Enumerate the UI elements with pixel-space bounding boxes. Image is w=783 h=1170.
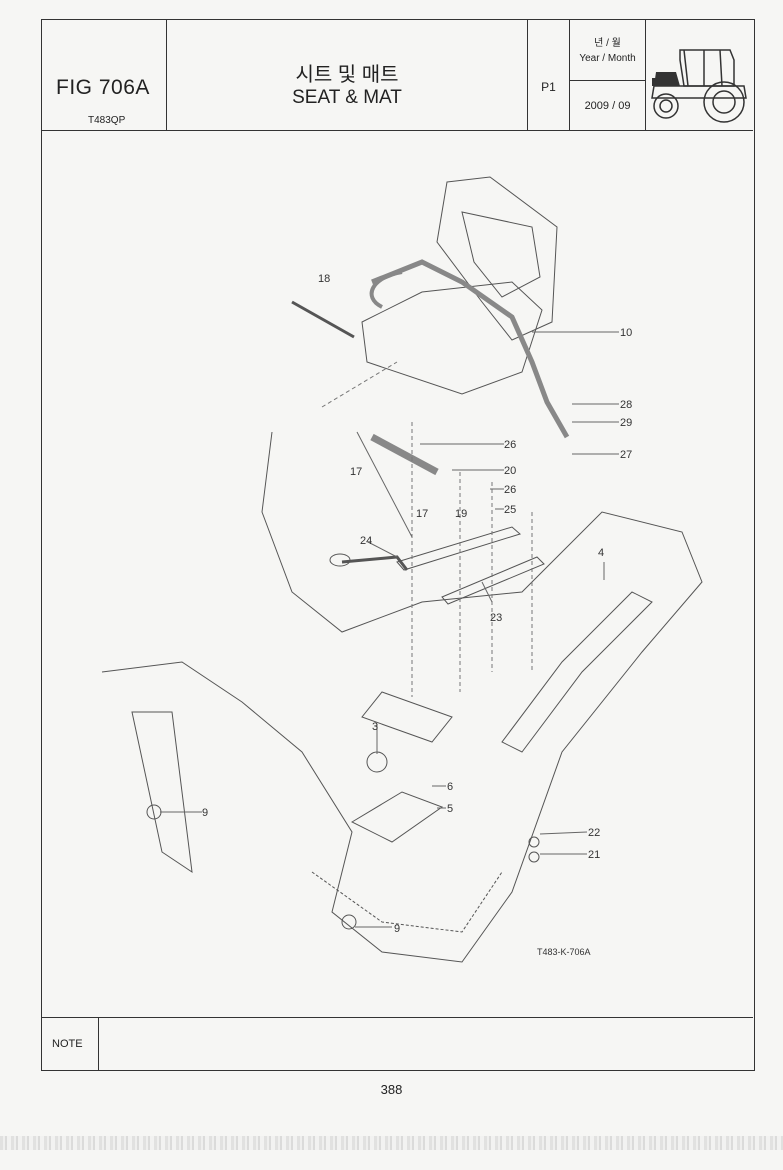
seat-rail <box>441 556 545 605</box>
callout-labels: 18 10 28 29 26 27 17 20 17 19 26 25 24 4 23 3 6 5 9 22 21 9 <box>202 273 632 935</box>
seat-cushion <box>361 281 543 395</box>
seat-belt <box>371 259 570 439</box>
year-month-english: Year / Month <box>579 53 636 64</box>
fig-cell: FIG 706A T483QP <box>42 20 167 130</box>
callout-19: 19 <box>455 508 467 520</box>
callout-6: 6 <box>447 781 453 793</box>
note-box: NOTE <box>42 1017 753 1070</box>
callout-18: 18 <box>318 273 330 285</box>
callout-24: 24 <box>360 535 372 547</box>
scan-artifact <box>0 1136 783 1150</box>
callout-29: 29 <box>620 417 632 429</box>
note-label-cell: NOTE <box>42 1018 99 1070</box>
title-korean: 시트 및 매트 <box>295 64 399 86</box>
note-label: NOTE <box>52 1038 83 1050</box>
callout-17: 17 <box>350 466 362 478</box>
page-frame: FIG 706A T483QP 시트 및 매트 SEAT & MAT P1 년 … <box>41 19 755 1071</box>
seat-rail <box>396 526 522 571</box>
callout-23: 23 <box>490 612 502 624</box>
rod-18 <box>291 300 355 339</box>
page-code-cell: P1 <box>528 20 570 130</box>
grommet <box>366 751 388 773</box>
callout-3: 3 <box>372 721 378 733</box>
title-english: SEAT & MAT <box>292 87 402 108</box>
callout-9: 9 <box>394 923 400 935</box>
date-cell: 년 / 월 Year / Month 2009 / 09 <box>570 20 646 130</box>
page-number: 388 <box>380 1082 403 1097</box>
callout-17: 17 <box>416 508 428 520</box>
divider <box>570 80 645 81</box>
cab-frame <box>101 431 703 963</box>
model-code: T483QP <box>88 115 126 126</box>
page-code: P1 <box>541 80 556 94</box>
tractor-icon <box>651 49 747 123</box>
callout-25: 25 <box>504 504 516 516</box>
year-month-korean: 년 / 월 <box>594 38 621 49</box>
floor-mat <box>350 791 444 843</box>
callout-10: 10 <box>620 327 632 339</box>
fig-label: FIG 706A <box>56 76 150 99</box>
title-block: FIG 706A T483QP 시트 및 매트 SEAT & MAT P1 년 … <box>42 20 753 131</box>
callout-28: 28 <box>620 399 632 411</box>
callout-26: 26 <box>504 439 516 451</box>
seat-back <box>436 176 558 341</box>
date-value: 2009 / 09 <box>584 100 631 112</box>
title-cell: 시트 및 매트 SEAT & MAT <box>167 20 528 130</box>
callout-9: 9 <box>202 807 208 819</box>
exploded-parts-diagram: 18 10 28 29 26 27 17 20 17 19 26 25 24 4 23 3 6 5 9 22 21 9 T… <box>101 176 703 963</box>
callout-26: 26 <box>504 484 516 496</box>
drawing-id: T483-K-706A <box>537 947 591 957</box>
callout-27: 27 <box>620 449 632 461</box>
callout-20: 20 <box>504 465 516 477</box>
callout-4: 4 <box>598 547 604 559</box>
callout-22: 22 <box>588 827 600 839</box>
callout-21: 21 <box>588 849 600 861</box>
tractor-icon-cell <box>646 20 753 130</box>
callout-5: 5 <box>447 803 453 815</box>
